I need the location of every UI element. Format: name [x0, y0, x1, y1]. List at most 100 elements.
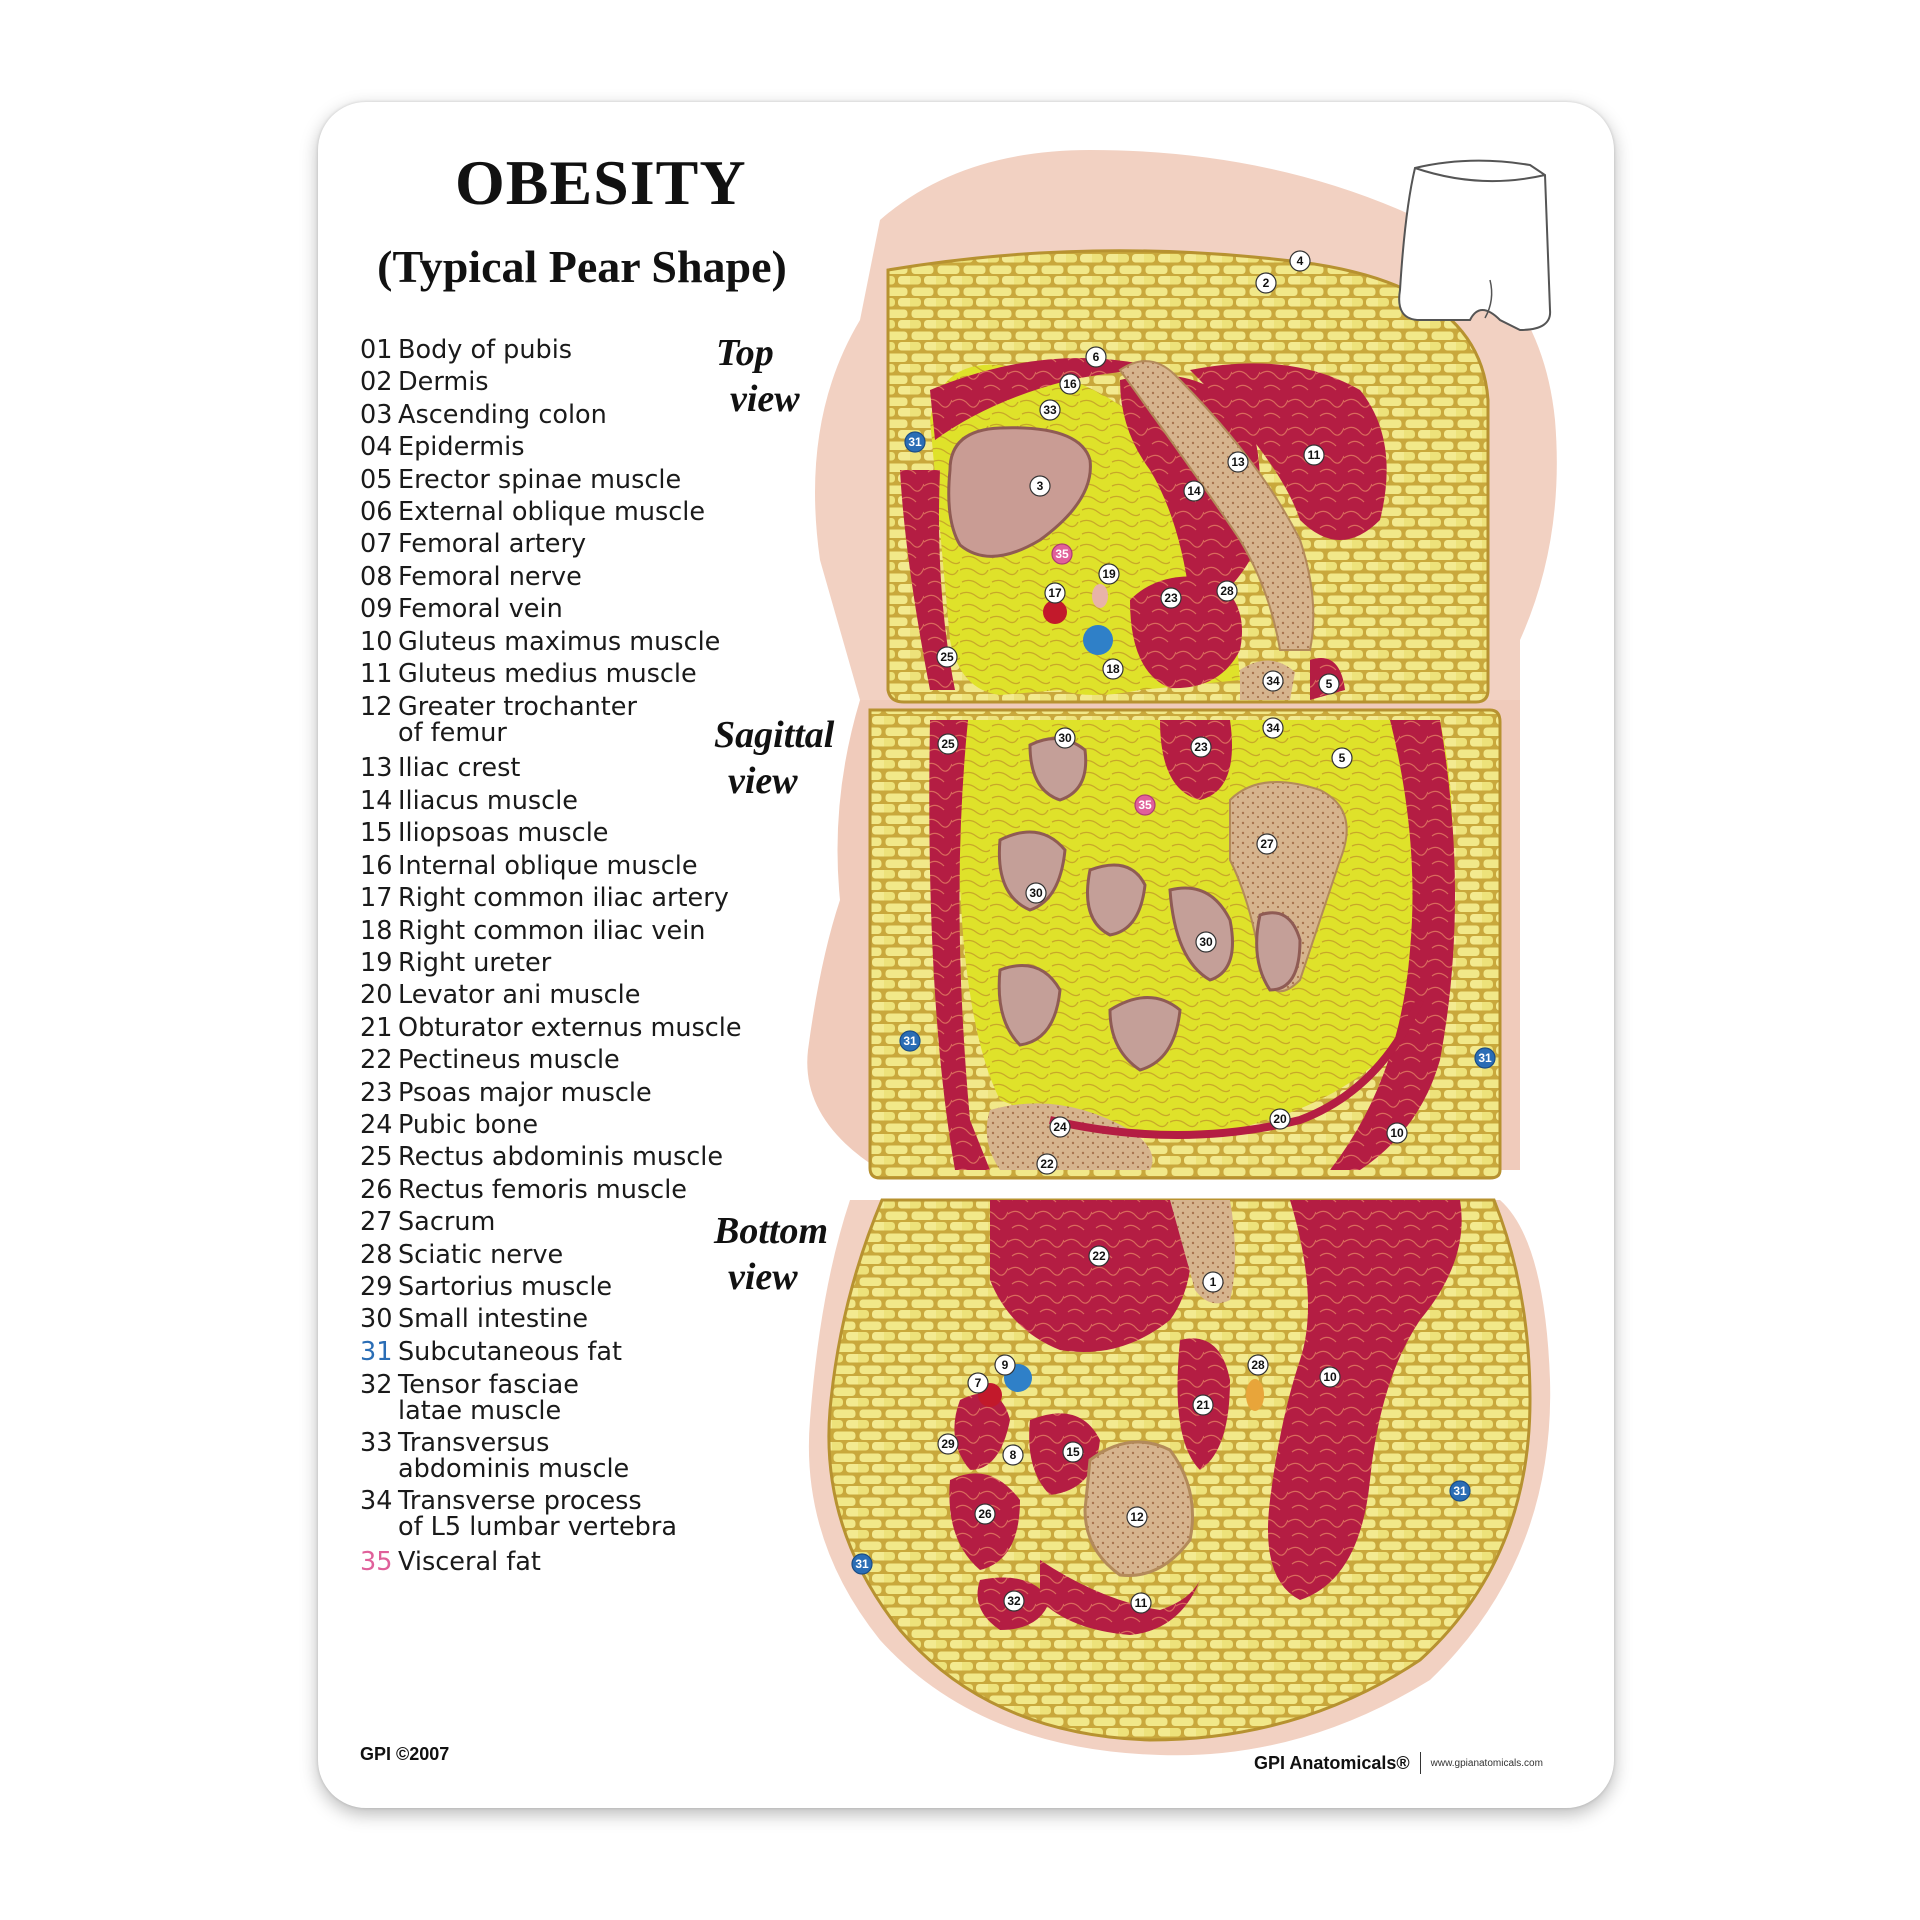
marker-number: 22	[1092, 1249, 1106, 1263]
marker-number: 25	[941, 737, 955, 751]
legend-label: Pectineus muscle	[398, 1045, 620, 1076]
legend-number: 20	[360, 980, 393, 1011]
marker-circle	[1216, 580, 1238, 602]
legend-label: Body of pubis	[398, 335, 573, 365]
top-view-line1: Top	[716, 332, 774, 374]
legend-label: Femoral nerve	[398, 561, 582, 592]
legend-number: 29	[360, 1271, 393, 1302]
legend-label: Iliacus muscle	[398, 785, 578, 816]
bottom-view-section	[827, 1198, 1532, 1742]
legend-number: 24	[360, 1109, 393, 1140]
marker-top-2: 2	[1255, 272, 1277, 294]
marker-bottom-1: 1	[1202, 1271, 1224, 1293]
legend-number: 11	[360, 659, 393, 690]
top-view-label: Top view	[700, 330, 840, 422]
body-outline-icon	[1398, 159, 1552, 332]
marker-bottom-12: 12	[1126, 1506, 1148, 1528]
marker-number: 35	[1055, 547, 1069, 561]
marker-circle	[1256, 833, 1278, 855]
marker-circle	[1192, 1394, 1214, 1416]
marker-number: 28	[1220, 584, 1234, 598]
marker-circle	[1059, 373, 1081, 395]
marker-number: 4	[1297, 254, 1304, 268]
footer-divider	[1419, 1752, 1421, 1774]
marker-number: 22	[1040, 1157, 1054, 1171]
marker-circle	[904, 431, 926, 453]
marker-top-17: 17	[1044, 582, 1066, 604]
marker-circle	[899, 1030, 921, 1052]
marker-circle	[1303, 444, 1325, 466]
marker-circle	[1160, 587, 1182, 609]
marker-number: 21	[1196, 1398, 1210, 1412]
sagittal-view-line1: Sagittal	[714, 714, 835, 756]
sagittal-view-line2: view	[728, 760, 798, 802]
marker-circle	[1190, 736, 1212, 758]
marker-circle	[936, 646, 958, 668]
legend-label: Iliac crest	[398, 753, 521, 784]
legend-label: Right common iliac artery	[398, 883, 729, 914]
marker-circle	[1202, 1271, 1224, 1293]
marker-bottom-11: 11	[1130, 1592, 1152, 1614]
marker-circle	[1003, 1590, 1025, 1612]
marker-number: 6	[1093, 350, 1100, 364]
marker-bottom-32: 32	[1003, 1590, 1025, 1612]
marker-top-19: 19	[1098, 563, 1120, 585]
legend-number: 32	[360, 1370, 393, 1401]
marker-number: 25	[940, 650, 954, 664]
marker-circle	[1049, 1116, 1071, 1138]
marker-number: 29	[941, 1437, 955, 1451]
bottom-view-line2: view	[728, 1256, 798, 1298]
marker-top-31: 31	[904, 431, 926, 453]
legend-number: 19	[360, 947, 393, 978]
legend-number: 18	[360, 915, 393, 946]
marker-sagittal-10: 10	[1386, 1122, 1408, 1144]
legend-label: Visceral fat	[398, 1547, 541, 1578]
legend-label: Gluteus maximus muscle	[398, 626, 721, 657]
legend-number: 28	[360, 1239, 393, 1270]
marker-number: 31	[908, 435, 922, 449]
marker-number: 3	[1037, 479, 1044, 493]
marker-top-28: 28	[1216, 580, 1238, 602]
legend-label: External oblique muscle	[398, 497, 706, 528]
marker-sagittal-25: 25	[937, 733, 959, 755]
marker-number: 5	[1326, 677, 1333, 691]
marker-circle	[1195, 931, 1217, 953]
marker-circle	[1130, 1592, 1152, 1614]
legend-number: 12	[360, 692, 393, 723]
marker-sagittal-22: 22	[1036, 1153, 1058, 1175]
legend-label: Subcutaneous fat	[398, 1336, 622, 1367]
marker-circle	[1098, 563, 1120, 585]
legend-number: 21	[360, 1012, 393, 1043]
marker-circle	[1025, 882, 1047, 904]
marker-sagittal-30: 30	[1025, 882, 1047, 904]
marker-top-35: 35	[1051, 543, 1073, 565]
marker-number: 27	[1260, 837, 1274, 851]
marker-sagittal-30: 30	[1195, 931, 1217, 953]
legend-label: Rectus femoris muscle	[398, 1174, 687, 1205]
marker-top-13: 13	[1227, 451, 1249, 473]
legend-label: Greater trochanter of femur	[398, 692, 637, 749]
marker-top-25: 25	[936, 646, 958, 668]
marker-sagittal-27: 27	[1256, 833, 1278, 855]
marker-number: 32	[1007, 1594, 1021, 1608]
legend-label: Right ureter	[398, 947, 552, 978]
marker-circle	[1054, 727, 1076, 749]
marker-number: 34	[1266, 674, 1280, 688]
legend-number: 16	[360, 850, 393, 881]
marker-bottom-7: 7	[967, 1372, 989, 1394]
marker-circle	[1331, 747, 1353, 769]
legend-number: 30	[360, 1304, 393, 1335]
legend-number: 35	[360, 1547, 393, 1578]
legend-number: 22	[360, 1045, 393, 1076]
marker-circle	[937, 1433, 959, 1455]
marker-circle	[1247, 1354, 1269, 1376]
legend-label: Transverse process of L5 lumbar vertebra	[398, 1486, 677, 1543]
